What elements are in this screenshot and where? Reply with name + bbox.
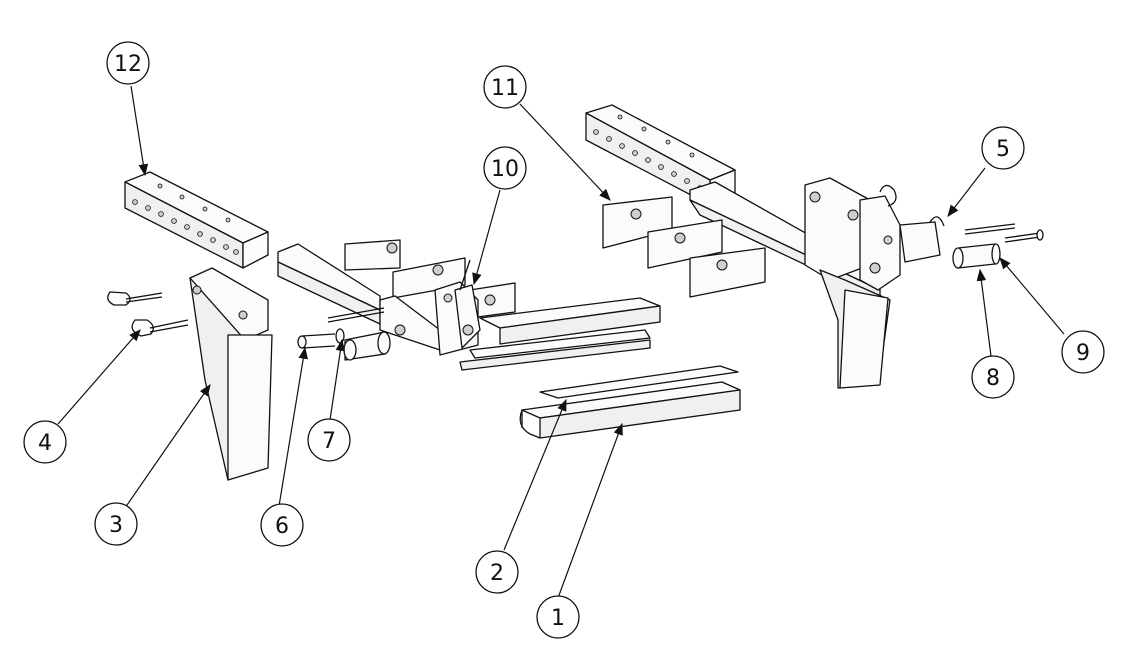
balloon-12-label: 12 bbox=[114, 52, 142, 77]
balloon-4-label: 4 bbox=[38, 431, 52, 456]
balloon-2: 2 bbox=[475, 550, 519, 594]
part-7-washer-bushing bbox=[335, 328, 391, 361]
part-6-pin bbox=[297, 333, 336, 349]
balloon-10-label: 10 bbox=[491, 157, 519, 182]
part-3-hanger-bracket bbox=[189, 267, 273, 481]
balloon-11-label: 11 bbox=[491, 76, 519, 101]
part-12-mounting-bracket bbox=[124, 171, 269, 269]
balloon-7-label: 7 bbox=[322, 429, 336, 454]
part-2-flat-bar bbox=[539, 365, 739, 399]
balloon-10: 10 bbox=[483, 146, 527, 190]
part-4-pin-clips bbox=[107, 291, 189, 337]
balloon-11: 11 bbox=[483, 65, 527, 109]
left-bolt bbox=[327, 307, 385, 323]
part-9-washer bbox=[991, 243, 1001, 265]
part-1-channel bbox=[519, 381, 741, 439]
balloon-4: 4 bbox=[23, 420, 67, 464]
balloon-6-label: 6 bbox=[275, 514, 289, 539]
balloon-7: 7 bbox=[307, 418, 351, 462]
left-channels bbox=[459, 297, 661, 371]
balloon-9: 9 bbox=[1061, 330, 1105, 374]
balloon-1: 1 bbox=[536, 595, 580, 639]
balloon-9-label: 9 bbox=[1076, 341, 1090, 366]
right-arm-assembly bbox=[602, 177, 945, 389]
balloon-3: 3 bbox=[94, 502, 138, 546]
balloon-2-label: 2 bbox=[490, 561, 504, 586]
part-8-bushing bbox=[952, 243, 996, 269]
balloon-5: 5 bbox=[981, 126, 1025, 170]
balloon-6: 6 bbox=[260, 503, 304, 547]
balloon-8: 8 bbox=[971, 355, 1015, 399]
balloon-8-label: 8 bbox=[986, 366, 1000, 391]
part-5-pin bbox=[964, 223, 1044, 243]
balloon-1-label: 1 bbox=[551, 606, 565, 631]
balloon-3-label: 3 bbox=[109, 513, 123, 538]
balloon-12: 12 bbox=[106, 41, 150, 85]
balloon-5-label: 5 bbox=[996, 137, 1010, 162]
leader-lines bbox=[57, 85, 1065, 599]
left-arm-assembly bbox=[277, 239, 516, 356]
